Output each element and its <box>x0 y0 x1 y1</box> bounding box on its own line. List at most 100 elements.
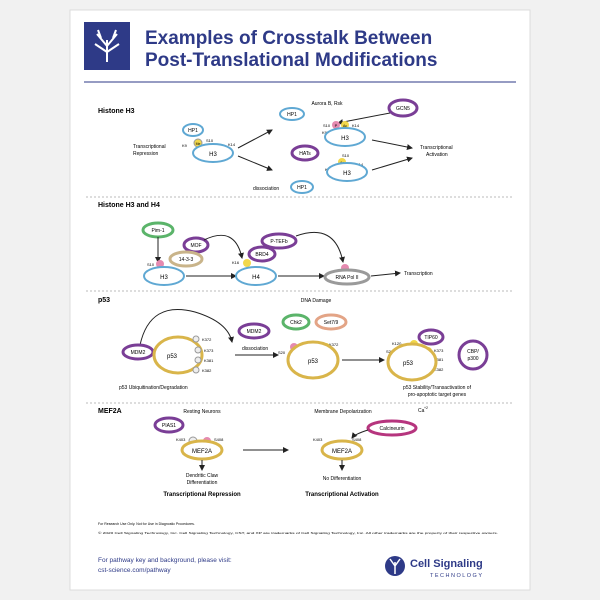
svg-text:K382: K382 <box>434 367 444 372</box>
tip60-node <box>417 328 445 346</box>
svg-text:dissociation: dissociation <box>242 346 268 352</box>
ub-marks <box>192 335 202 374</box>
mef2a-node <box>180 439 224 461</box>
svg-text:H3: H3 <box>343 171 351 177</box>
svg-text:S20: S20 <box>386 349 394 354</box>
svg-text:K403: K403 <box>313 437 323 442</box>
svg-text:Transcriptional: Transcriptional <box>420 145 453 151</box>
svg-text:MDM2: MDM2 <box>131 350 146 356</box>
svg-text:S10: S10 <box>147 262 155 267</box>
svg-text:Transcription: Transcription <box>404 271 433 277</box>
section-histone-h3-h4: Histone H3 and H4 Pim-1 MOF 14-3-3 S10 H… <box>86 202 514 292</box>
svg-text:Set7/9: Set7/9 <box>324 320 339 326</box>
svg-text:dissociation: dissociation <box>253 186 279 192</box>
svg-text:p53: p53 <box>167 354 178 360</box>
svg-text:Differentiation: Differentiation <box>187 480 218 486</box>
svg-text:H4: H4 <box>252 275 260 281</box>
section-heading: Histone H3 <box>98 108 135 115</box>
svg-text:Activation: Activation <box>426 152 448 158</box>
svg-text:H3: H3 <box>160 275 168 281</box>
pias1-node <box>153 416 185 434</box>
hp1-node <box>279 107 305 121</box>
svg-text:K372: K372 <box>202 337 212 342</box>
svg-text:K372: K372 <box>329 342 339 347</box>
section-histone-h3: Histone H3 HP1 S10 K9 Me K14 H3 Transcri… <box>86 98 514 198</box>
svg-text:Chk2: Chk2 <box>290 320 302 326</box>
svg-text:PIAS1: PIAS1 <box>162 423 176 429</box>
svg-text:GCN5: GCN5 <box>396 106 410 112</box>
svg-text:CBP/: CBP/ <box>467 349 479 355</box>
set7-node <box>314 313 348 331</box>
svg-text:Dendritic Claw: Dendritic Claw <box>186 473 219 479</box>
svg-text:MEF2A: MEF2A <box>98 408 122 415</box>
svg-text:Aurora B, Rsk: Aurora B, Rsk <box>311 101 343 107</box>
chk2-node <box>281 313 311 331</box>
header: Examples of Crosstalk Between Post-Trans… <box>84 22 516 83</box>
svg-text:p300: p300 <box>467 356 478 362</box>
research-use-note: For Research Use Only. Not for Use in Di… <box>98 522 195 526</box>
rna-pol-ii-node <box>323 268 371 286</box>
svg-text:TIP60: TIP60 <box>424 335 438 341</box>
svg-text:14-3-3: 14-3-3 <box>179 257 194 263</box>
svg-text:H3: H3 <box>209 152 217 158</box>
visit-note: For pathway key and background, please v… <box>98 557 232 564</box>
svg-text:HATs: HATs <box>299 151 311 157</box>
svg-text:BRD4: BRD4 <box>255 252 269 258</box>
footer: For Research Use Only. Not for Use in Di… <box>98 522 498 579</box>
svg-text:K382: K382 <box>202 368 212 373</box>
svg-text:K373: K373 <box>434 348 444 353</box>
svg-text:K9: K9 <box>322 130 328 135</box>
svg-text:Me: Me <box>196 142 201 146</box>
section-mef2a: MEF2A Resting Neurons PIAS1 K403 S408 ME… <box>98 406 428 498</box>
svg-text:H3: H3 <box>341 136 349 142</box>
brd4-node <box>247 245 277 263</box>
svg-text:P: P <box>335 123 338 128</box>
svg-text:p53 Stability/Transactivation: p53 Stability/Transactivation of <box>403 385 472 391</box>
svg-text:p53 Ubiquitination/Degradation: p53 Ubiquitination/Degradation <box>119 385 188 391</box>
svg-text:K120: K120 <box>392 341 402 346</box>
svg-text:Transcriptional Repression: Transcriptional Repression <box>163 492 241 498</box>
mef2a-node <box>320 439 364 461</box>
svg-text:K381: K381 <box>204 358 214 363</box>
svg-text:DNA Damage: DNA Damage <box>301 298 332 304</box>
svg-text:p53: p53 <box>98 297 110 304</box>
svg-text:MOF: MOF <box>190 243 201 249</box>
svg-text:pro-apoptotic target genes: pro-apoptotic target genes <box>408 392 467 398</box>
h3-node <box>143 266 185 286</box>
svg-text:K9: K9 <box>182 143 188 148</box>
pathway-link[interactable]: cst-science.com/pathway <box>98 567 171 574</box>
svg-text:Membrane Depolarization: Membrane Depolarization <box>314 409 371 415</box>
svg-text:S10: S10 <box>206 138 214 143</box>
svg-text:K16: K16 <box>232 260 240 265</box>
mdm2-node <box>237 322 271 340</box>
svg-text:No Differentiation: No Differentiation <box>323 476 362 482</box>
h3-node <box>324 127 366 147</box>
brand-sub: TECHNOLOGY <box>430 573 484 579</box>
paper <box>69 9 531 591</box>
svg-text:S408: S408 <box>352 437 362 442</box>
svg-text:Resting Neurons: Resting Neurons <box>183 409 221 415</box>
svg-text:K14: K14 <box>228 142 236 147</box>
14-3-3-node <box>168 250 204 268</box>
svg-text:Pim-1: Pim-1 <box>151 228 164 234</box>
h3-node <box>326 162 368 182</box>
cbp-p300-node <box>457 339 489 371</box>
svg-text:S10: S10 <box>323 123 331 128</box>
svg-text:S408: S408 <box>214 437 224 442</box>
svg-text:K373: K373 <box>204 348 214 353</box>
svg-text:Histone H3 and H4: Histone H3 and H4 <box>98 202 160 209</box>
svg-text:HP1: HP1 <box>188 128 198 134</box>
svg-text:P-TEFb: P-TEFb <box>270 239 287 245</box>
p53-node <box>152 335 204 375</box>
svg-text:p53: p53 <box>403 361 414 367</box>
svg-text:HP1: HP1 <box>287 112 297 118</box>
gcn5-node <box>387 98 419 118</box>
title-line1: Examples of Crosstalk Between <box>145 28 432 49</box>
svg-text:S10: S10 <box>342 153 350 158</box>
calcineurin-node <box>366 419 418 437</box>
svg-text:Transcriptional: Transcriptional <box>133 144 166 150</box>
svg-text:Transcriptional Activation: Transcriptional Activation <box>305 492 379 498</box>
brand-name: Cell Signaling <box>410 558 483 570</box>
svg-text:K403: K403 <box>176 437 186 442</box>
